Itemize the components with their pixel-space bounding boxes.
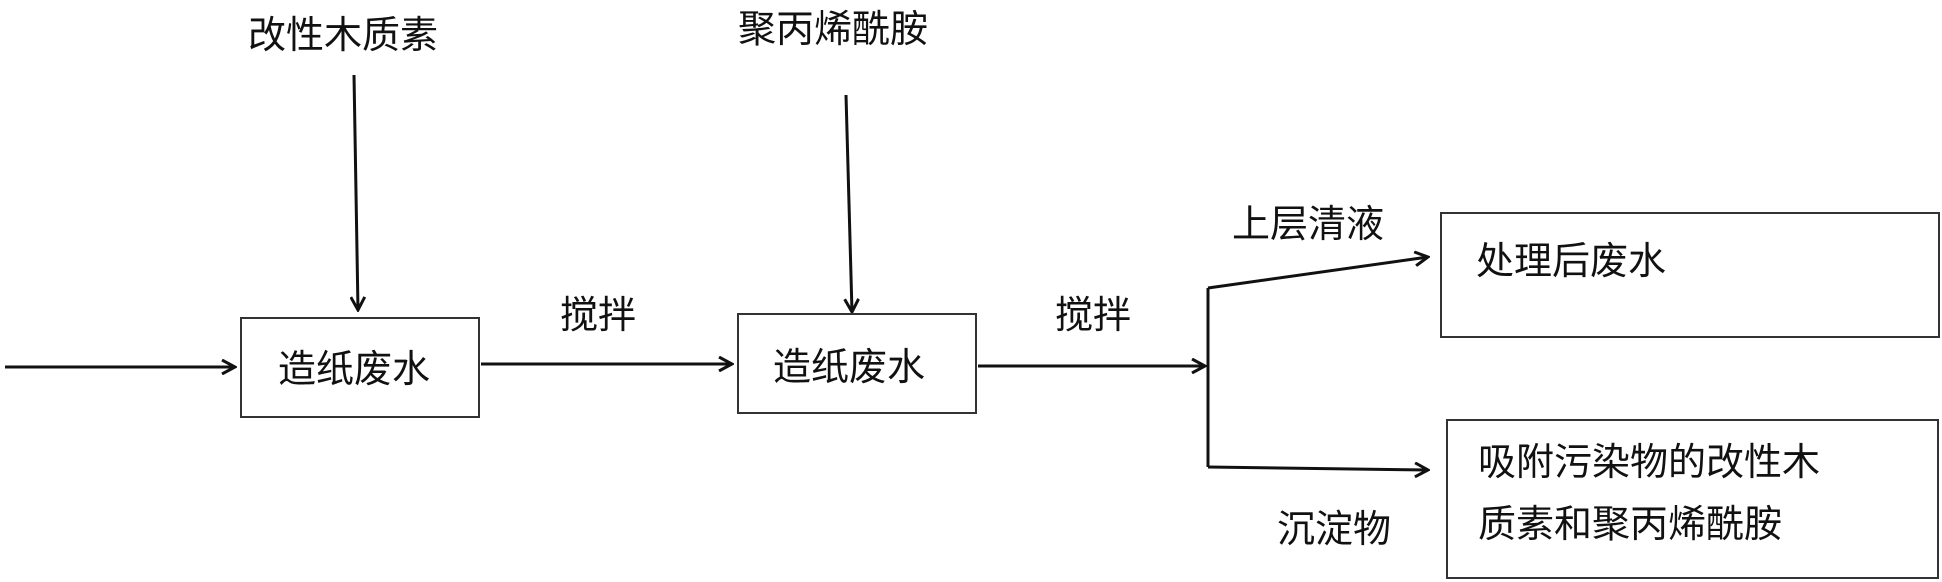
wastewater-box-2: 造纸废水 xyxy=(737,313,977,414)
sediment-box: 吸附污染物的改性木 质素和聚丙烯酰胺 xyxy=(1446,419,1939,579)
supernatant-label: 上层清液 xyxy=(1232,202,1385,246)
sediment-label-line2: 质素和聚丙烯酰胺 xyxy=(1478,502,1783,546)
upper-branch-arrow xyxy=(1207,257,1428,290)
stir-label-1: 搅拌 xyxy=(560,293,637,337)
treated-water-label: 处理后废水 xyxy=(1476,239,1667,283)
treated-water-box: 处理后废水 xyxy=(1440,212,1940,338)
sediment-label-line1: 吸附污染物的改性木 xyxy=(1478,440,1821,484)
lignin-arrow xyxy=(354,74,358,310)
pam-arrow xyxy=(846,94,852,312)
wastewater-box-2-label: 造纸废水 xyxy=(773,345,926,389)
pam-input-label: 聚丙烯酰胺 xyxy=(738,7,929,51)
wastewater-box-1-label: 造纸废水 xyxy=(278,347,431,391)
precipitate-label: 沉淀物 xyxy=(1277,507,1392,551)
lignin-input-label: 改性木质素 xyxy=(248,13,439,57)
lower-branch-arrow xyxy=(1207,467,1428,470)
wastewater-box-1: 造纸废水 xyxy=(240,317,480,418)
stir-label-2: 搅拌 xyxy=(1055,293,1132,337)
